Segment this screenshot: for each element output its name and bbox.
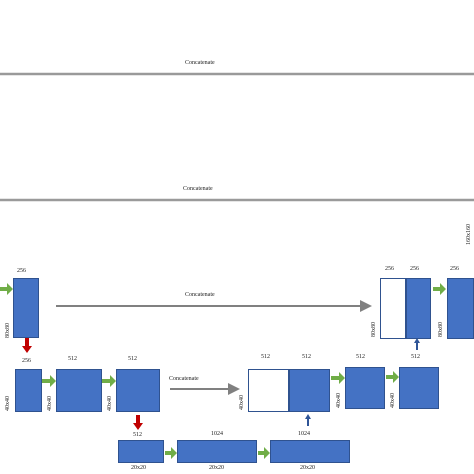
resolution-label-dec-80-b: 80x80	[438, 322, 444, 337]
bottleneck-block-1024-b	[270, 440, 350, 463]
resolution-label-dec-40-a: 40x40	[239, 395, 245, 410]
conv-arrow-8	[258, 447, 270, 459]
channel-label-bottleneck-1024-b: 1024	[298, 431, 310, 437]
encoder-block-40-256	[15, 369, 42, 412]
conv-arrow-7	[165, 447, 177, 459]
conv-arrow-4	[331, 372, 345, 384]
decoder-concat-block-80-256	[380, 278, 406, 339]
encoder-block-80-256	[13, 278, 39, 338]
bottleneck-block-1024-a	[177, 440, 257, 463]
resolution-label-dec-40-b: 40x40	[336, 393, 342, 408]
resolution-label-enc-40-b: 40x40	[47, 396, 53, 411]
channel-label-dec-40-a: 512	[261, 354, 270, 360]
channel-label-enc-40-b: 512	[68, 356, 77, 362]
concat-label-fourth: Concatenate	[169, 376, 199, 382]
conv-arrow-5	[386, 371, 399, 383]
decoder-block-80-256-right	[447, 278, 474, 339]
concat-label-second: Concatenate	[183, 186, 213, 192]
resolution-label-bottleneck-b: 20x20	[209, 465, 224, 471]
conv-arrow-6	[433, 283, 446, 295]
channel-label-bottleneck-1024-a: 1024	[211, 431, 223, 437]
downsample-arrow-2	[133, 415, 143, 430]
channel-label-bottleneck-512: 512	[133, 432, 142, 438]
resolution-label-enc-40-a: 40x40	[5, 396, 11, 411]
channel-label-dec-40-d: 512	[411, 354, 420, 360]
downsample-arrow-1	[22, 338, 32, 353]
channel-label-dec-80-b: 256	[410, 266, 419, 272]
channel-label-dec-80-a: 256	[385, 266, 394, 272]
decoder-block-40-256-a	[345, 367, 385, 409]
resolution-label-dec-80: 80x80	[371, 322, 377, 337]
resolution-label-enc-40-c: 40x40	[107, 396, 113, 411]
channel-label-enc-80: 256	[17, 268, 26, 274]
decoder-upsampled-block-80-256	[406, 278, 431, 339]
conv-arrow-3	[102, 375, 116, 387]
decoder-concat-block-40-512	[248, 369, 289, 412]
concat-label-third: Concatenate	[185, 292, 215, 298]
upsample-arrow-2	[414, 338, 420, 350]
resolution-label-dec-40-c: 40x40	[390, 393, 396, 408]
channel-label-enc-40-a: 256	[22, 358, 31, 364]
concat-label-top: Concatenate	[185, 60, 215, 66]
channel-label-dec-40-c: 512	[356, 354, 365, 360]
conv-arrow-1	[0, 283, 13, 295]
channel-label-enc-40-c: 512	[128, 356, 137, 362]
upsample-arrow-1	[305, 414, 311, 426]
decoder-upsampled-block-40-512	[289, 369, 330, 412]
resolution-label-enc-80: 80x80	[5, 323, 11, 338]
bottleneck-block-512	[118, 440, 164, 463]
resolution-label-bottleneck-a: 20x20	[131, 465, 146, 471]
resolution-label-bottleneck-c: 20x20	[300, 465, 315, 471]
encoder-block-40-512-a	[56, 369, 102, 412]
channel-label-dec-80-c: 256	[450, 266, 459, 272]
channel-label-dec-40-b: 512	[302, 354, 311, 360]
conv-arrow-2	[42, 375, 56, 387]
resolution-label-160: 160x160	[466, 224, 472, 245]
encoder-block-40-512-b	[116, 369, 160, 412]
decoder-block-40-256-b	[399, 367, 439, 409]
